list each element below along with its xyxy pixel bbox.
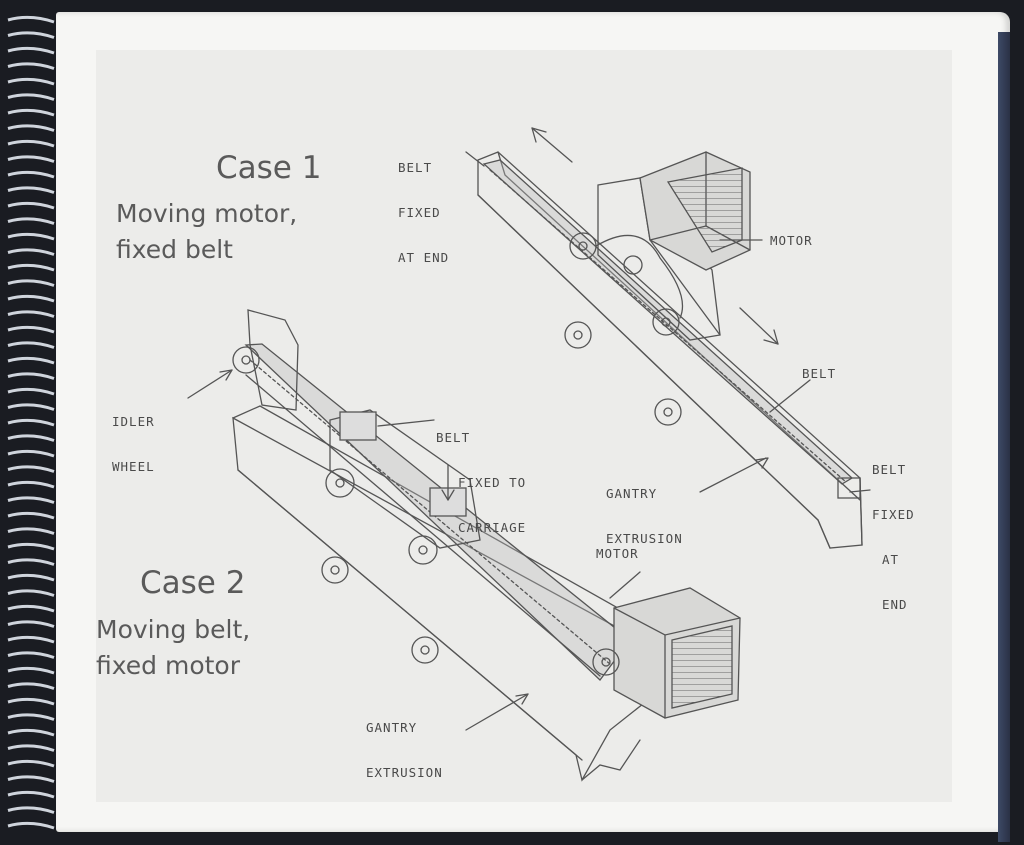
case2-motor [614, 588, 740, 718]
label-line: FIXED [398, 205, 449, 220]
case1-desc-line2: fixed belt [116, 232, 297, 268]
label-line: END [872, 597, 915, 612]
case2-desc-line1: Moving belt, [96, 612, 250, 648]
spiral-coil [8, 808, 54, 813]
spiral-coil [8, 250, 54, 255]
case1-motion-arrow-up [532, 128, 572, 162]
case2-carriage-wheel-2 [409, 536, 437, 564]
label-gantry-extrusion-bottom: GANTRY EXTRUSION [366, 690, 443, 795]
case1-desc-line1: Moving motor, [116, 196, 297, 232]
spiral-coil [8, 296, 54, 301]
case2-carriage-wheel-1 [326, 469, 354, 497]
label-belt-fixed-at-end-right: BELT FIXED AT END [872, 432, 915, 627]
spiral-coil [8, 606, 54, 611]
label-line: CARRIAGE [436, 520, 526, 535]
label-line: AT [872, 552, 915, 567]
label-line: GANTRY [606, 486, 683, 501]
spiral-coil [8, 715, 54, 720]
spiral-coil [8, 79, 54, 84]
label-line: FIXED [872, 507, 915, 522]
spiral-coil [8, 17, 54, 22]
label-line: EXTRUSION [606, 531, 683, 546]
label-motor-top: MOTOR [770, 233, 813, 248]
spiral-coil [8, 141, 54, 146]
spiral-coil [8, 95, 54, 100]
label-belt-fixed-to-carriage: BELT FIXED TO CARRIAGE [436, 400, 526, 550]
spiral-coil [8, 203, 54, 208]
spiral-coil [8, 730, 54, 735]
spiral-coil [8, 436, 54, 441]
spiral-coil [8, 699, 54, 704]
spiral-coil [8, 668, 54, 673]
label-line: IDLER [112, 414, 155, 429]
spiral-coil [8, 110, 54, 115]
case1-description: Moving motor, fixed belt [116, 196, 297, 268]
label-line: FIXED TO [436, 475, 526, 490]
spiral-coil [8, 823, 54, 828]
label-line: EXTRUSION [366, 765, 443, 780]
spiral-coil [8, 684, 54, 689]
spiral-coil [8, 327, 54, 332]
case2-description: Moving belt, fixed motor [96, 612, 250, 684]
label-belt-fixed-at-end-top: BELT FIXED AT END [398, 130, 449, 280]
spiral-coil [8, 544, 54, 549]
spiral-coil [8, 405, 54, 410]
case2-title: Case 2 [140, 565, 245, 601]
label-idler-wheel: IDLER WHEEL [112, 384, 155, 489]
spiral-coil [8, 777, 54, 782]
spiral-coil [8, 389, 54, 394]
spiral-coil [8, 172, 54, 177]
spiral-coil [8, 188, 54, 193]
spiral-coil [8, 513, 54, 518]
case2-idler-wheel [233, 347, 259, 373]
label-line: WHEEL [112, 459, 155, 474]
spiral-coil [8, 591, 54, 596]
label-line: GANTRY [366, 720, 443, 735]
spiral-coil [8, 374, 54, 379]
case1-motion-arrow-down [740, 308, 778, 344]
label-line: BELT [872, 462, 915, 477]
spiral-coil [8, 746, 54, 751]
spiral-coil [8, 560, 54, 565]
label-motor-bottom: MOTOR [596, 546, 639, 561]
spiral-coil [8, 281, 54, 286]
label-line: AT END [398, 250, 449, 265]
spiral-coil [8, 265, 54, 270]
label-line: BELT [398, 160, 449, 175]
spiral-coil [8, 653, 54, 658]
case2-desc-line2: fixed motor [96, 648, 250, 684]
case2-wheel-4 [412, 637, 438, 663]
spiral-coil [8, 33, 54, 38]
label-belt-top: BELT [802, 366, 836, 381]
spiral-coil [8, 529, 54, 534]
spiral-coil [8, 498, 54, 503]
case2-wheel-3 [322, 557, 348, 583]
spiral-coil [8, 761, 54, 766]
spiral-coil [8, 622, 54, 627]
case1-wheel-1 [565, 322, 591, 348]
spiral-coil [8, 48, 54, 53]
spiral-coil [8, 482, 54, 487]
spiral-coil [8, 312, 54, 317]
label-line: BELT [436, 430, 526, 445]
case1-wheel-2 [655, 399, 681, 425]
spiral-coil [8, 219, 54, 224]
spiral-coil [8, 575, 54, 580]
spiral-coil [8, 157, 54, 162]
spiral-coil [8, 420, 54, 425]
spiral-coil [8, 358, 54, 363]
spiral-coil [8, 234, 54, 239]
case1-drive-gear [624, 256, 642, 274]
spiral-coil [8, 64, 54, 69]
spiral-coil [8, 637, 54, 642]
spiral-coil [8, 126, 54, 131]
spiral-coils [8, 17, 54, 828]
spiral-coil [8, 792, 54, 797]
spiral-coil [8, 451, 54, 456]
spiral-coil [8, 467, 54, 472]
spiral-coil [8, 343, 54, 348]
case1-title: Case 1 [216, 150, 321, 186]
